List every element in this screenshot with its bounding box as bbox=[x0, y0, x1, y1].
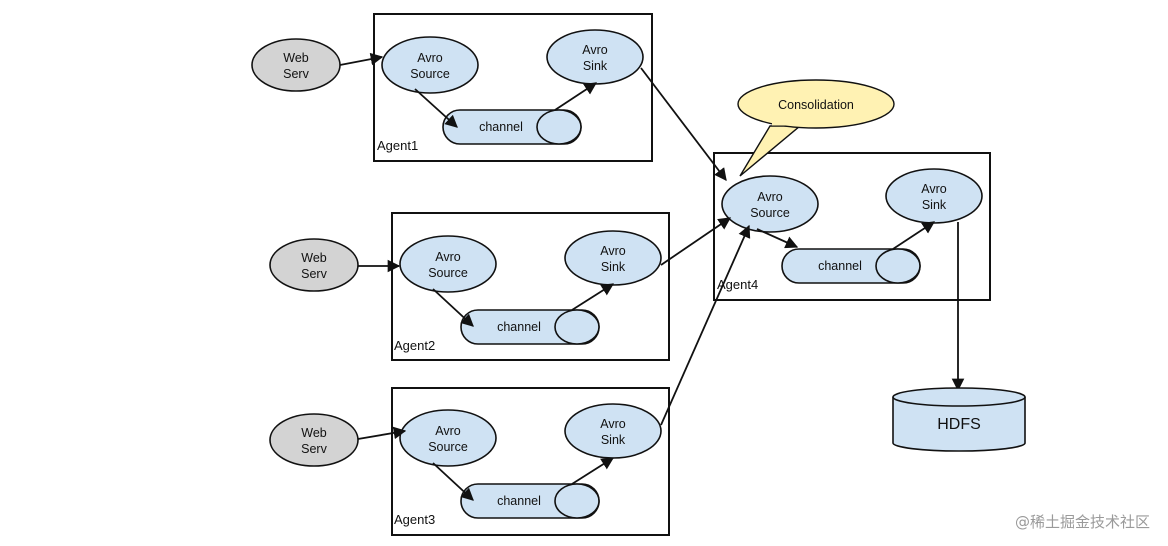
agent3-group: Agent3 Avro Source Avro Sink channel bbox=[391, 387, 670, 536]
agent3-channel-to-sink-arrow bbox=[571, 457, 615, 485]
agent4-avro-source-label-line1: Avro bbox=[757, 190, 783, 204]
agent2-channel bbox=[460, 309, 600, 345]
agent4-avro-source bbox=[721, 175, 819, 233]
web-server-3-label-line2: Serv bbox=[301, 442, 327, 456]
watermark: @稀土掘金技术社区 bbox=[1014, 513, 1150, 531]
agent2-avro-sink bbox=[564, 230, 662, 286]
agent3-channel-label: channel bbox=[497, 494, 541, 508]
agent3-avro-sink-label-line1: Avro bbox=[600, 417, 626, 431]
agent1-avro-sink bbox=[546, 29, 644, 85]
agent2-avro-sink-label-line1: Avro bbox=[600, 244, 626, 258]
agent1-avro-source bbox=[381, 36, 479, 94]
agent1-channel-label: channel bbox=[479, 120, 523, 134]
web-server-2 bbox=[269, 238, 359, 292]
agent4-label: Agent4 bbox=[717, 277, 758, 292]
agent1-source-to-channel-arrow bbox=[414, 88, 458, 128]
web-server-3-label-line1: Web bbox=[301, 426, 327, 440]
agent4-avro-sink-label-line1: Avro bbox=[921, 182, 947, 196]
agent1-avro-source-label-line2: Source bbox=[410, 67, 450, 81]
agent3-channel bbox=[460, 483, 600, 519]
web-server-1-label-line2: Serv bbox=[283, 67, 309, 81]
agent2-avro-sink-label-line2: Sink bbox=[601, 260, 626, 274]
agent3-avro-source-label-line1: Avro bbox=[435, 424, 461, 438]
agent1-label: Agent1 bbox=[377, 138, 418, 153]
agent1-sink-to-agent4-arrow bbox=[640, 67, 727, 182]
agent2-avro-source-label-line2: Source bbox=[428, 266, 468, 280]
hdfs-storage bbox=[892, 387, 1026, 452]
agent1-avro-sink-label-line2: Sink bbox=[583, 59, 608, 73]
consolidation-callout-label: Consolidation bbox=[778, 98, 854, 112]
web-server-3 bbox=[269, 413, 359, 467]
agent3-avro-source bbox=[399, 409, 497, 467]
agent1-avro-sink-label-line1: Avro bbox=[582, 43, 608, 57]
agent2-group: Agent2 Avro Source Avro Sink channel bbox=[391, 212, 670, 361]
agent4-source-to-channel-arrow bbox=[756, 228, 799, 249]
agent3-avro-sink-label-line2: Sink bbox=[601, 433, 626, 447]
web3-to-agent3-arrow bbox=[357, 426, 407, 440]
agent4-channel-to-sink-arrow bbox=[892, 221, 936, 250]
agent3-sink-to-agent4-arrow bbox=[660, 224, 751, 426]
agent4-avro-sink-label-line2: Sink bbox=[922, 198, 947, 212]
agent2-avro-source-label-line1: Avro bbox=[435, 250, 461, 264]
web-server-2-label-line1: Web bbox=[301, 251, 327, 265]
web-server-1 bbox=[251, 38, 341, 92]
agent1-group: Agent1 Avro Source Avro Sink channel bbox=[373, 13, 653, 162]
hdfs-label: HDFS bbox=[937, 416, 981, 433]
agent2-label: Agent2 bbox=[394, 338, 435, 353]
agent3-source-to-channel-arrow bbox=[432, 462, 474, 501]
agent1-channel-to-sink-arrow bbox=[554, 82, 598, 111]
agent2-channel-label: channel bbox=[497, 320, 541, 334]
agent3-label: Agent3 bbox=[394, 512, 435, 527]
agent4-avro-sink bbox=[885, 168, 983, 224]
agent1-avro-source-label-line1: Avro bbox=[417, 51, 443, 65]
agent2-channel-to-sink-arrow bbox=[571, 283, 615, 311]
web-server-1-label-line1: Web bbox=[283, 51, 309, 65]
agent2-source-to-channel-arrow bbox=[432, 288, 474, 327]
agent4-channel bbox=[781, 248, 921, 284]
agent4-channel-label: channel bbox=[818, 259, 862, 273]
web-server-2-label-line2: Serv bbox=[301, 267, 327, 281]
agent4-avro-source-label-line2: Source bbox=[750, 206, 790, 220]
agent3-avro-sink bbox=[564, 403, 662, 459]
agent2-avro-source bbox=[399, 235, 497, 293]
web1-to-agent1-arrow bbox=[339, 52, 384, 66]
agent1-channel bbox=[442, 109, 582, 145]
agent4-group: Agent4 Avro Source Avro Sink channel bbox=[713, 152, 991, 301]
agent3-avro-source-label-line2: Source bbox=[428, 440, 468, 454]
agent2-sink-to-agent4-arrow bbox=[660, 217, 732, 266]
consolidation-callout bbox=[737, 79, 895, 177]
